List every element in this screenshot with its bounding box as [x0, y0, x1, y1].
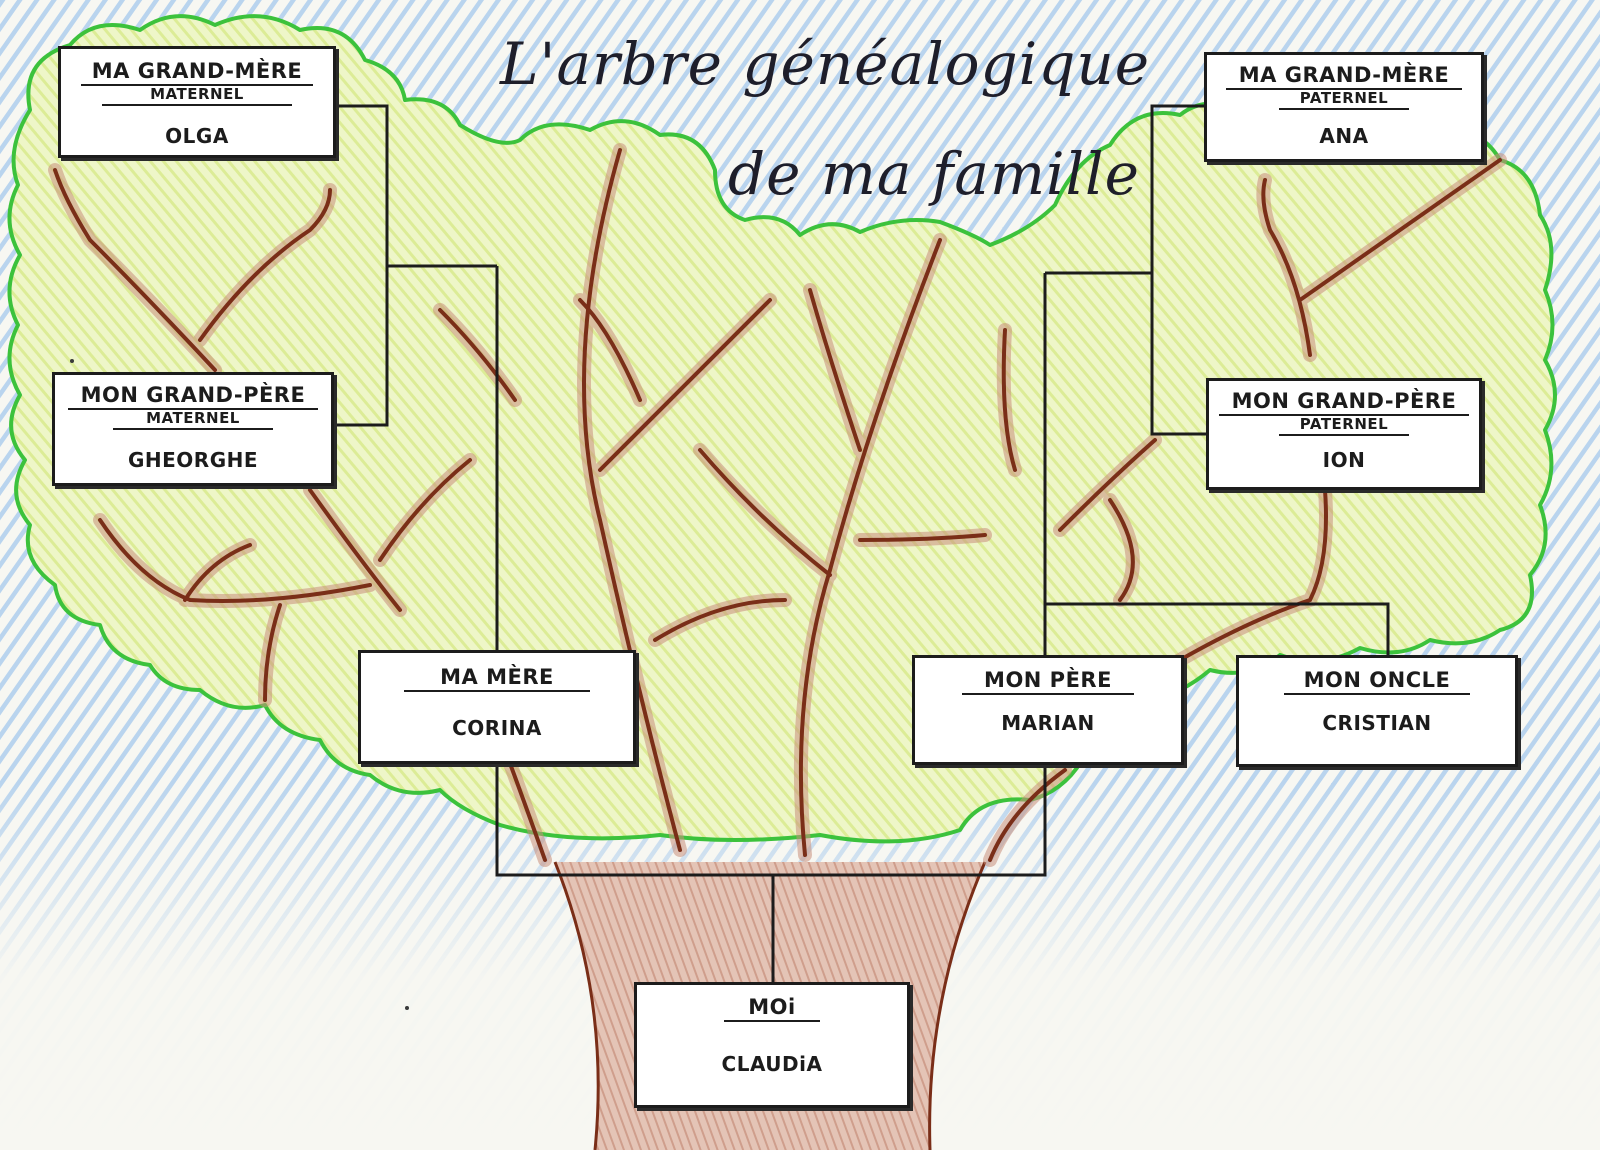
underline — [102, 104, 292, 106]
person-box-grandfather-maternal: MON GRAND-PÈRE MATERNEL GHEORGHE — [52, 372, 334, 486]
person-name: CLAUDiA — [721, 1052, 823, 1076]
person-side: MATERNEL — [146, 409, 240, 427]
person-name: MARIAN — [1001, 711, 1095, 735]
underline — [1284, 693, 1470, 695]
person-box-grandmother-maternal: MA GRAND-MÈRE MATERNEL OLGA — [58, 46, 336, 158]
person-side: MATERNEL — [150, 85, 244, 103]
person-side: PATERNEL — [1299, 415, 1389, 433]
person-box-uncle: MON ONCLE CRISTIAN — [1236, 655, 1518, 767]
person-role: MON GRAND-PÈRE — [80, 383, 306, 407]
person-box-grandfather-paternal: MON GRAND-PÈRE PATERNEL ION — [1206, 378, 1482, 490]
underline — [1226, 88, 1462, 90]
person-name: CRISTIAN — [1322, 711, 1432, 735]
person-role: MON GRAND-PÈRE — [1231, 389, 1457, 413]
underline — [1219, 414, 1469, 416]
connector-lines — [332, 104, 1390, 982]
person-box-mother: MA MÈRE CORINA — [358, 650, 636, 764]
underline — [724, 1020, 820, 1022]
underline — [113, 428, 273, 430]
person-role: MON ONCLE — [1303, 668, 1451, 692]
person-box-father: MON PÈRE MARIAN — [912, 655, 1184, 765]
person-name: CORINA — [452, 716, 542, 740]
foliage — [7, 14, 1557, 844]
page-title-line-1: L'arbre généalogique — [500, 30, 1151, 98]
person-role: MON PÈRE — [984, 668, 1112, 692]
underline — [1279, 108, 1409, 110]
person-role: MA GRAND-MÈRE — [1238, 63, 1450, 87]
specks — [70, 359, 409, 1010]
underline — [962, 693, 1134, 695]
person-name: ANA — [1319, 124, 1369, 148]
person-role: MA GRAND-MÈRE — [91, 59, 303, 83]
underline — [1279, 434, 1409, 436]
branches — [53, 148, 1502, 862]
page-title-line-2: de ma famille — [728, 140, 1140, 208]
person-box-me: MOi CLAUDiA — [634, 982, 910, 1108]
person-name: GHEORGHE — [127, 448, 259, 472]
person-name: ION — [1322, 448, 1366, 472]
person-role: MA MÈRE — [440, 665, 554, 689]
person-box-grandmother-paternal: MA GRAND-MÈRE PATERNEL ANA — [1204, 52, 1484, 162]
underline — [81, 84, 313, 86]
underline — [404, 690, 590, 692]
underline — [68, 408, 318, 410]
person-role: MOi — [748, 995, 796, 1019]
person-side: PATERNEL — [1299, 89, 1389, 107]
person-name: OLGA — [165, 124, 229, 148]
